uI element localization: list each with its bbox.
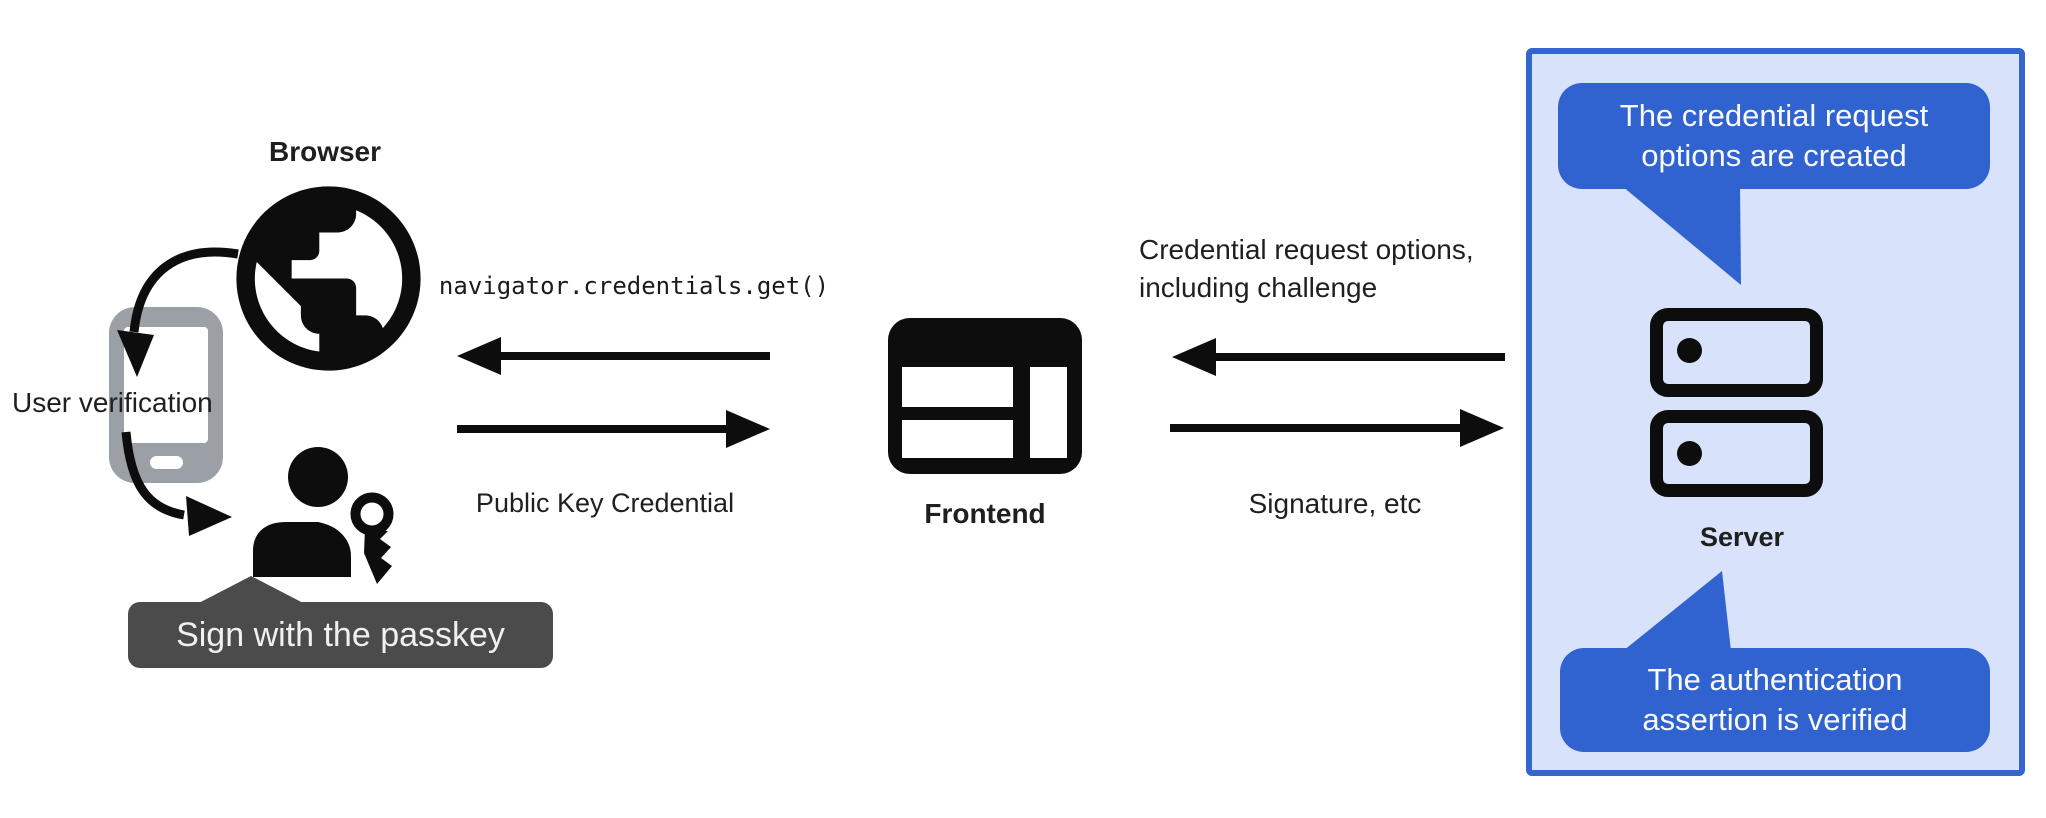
credential-request-options-line2: including challenge [1139,272,1378,303]
browser-window-pane-bottom [902,420,1013,458]
server-panel: The credential request options are creat… [1526,48,2025,776]
arrow-browser-to-frontend [457,410,770,448]
smartphone-home-button [150,456,183,469]
signature-etc-label: Signature, etc [1248,488,1422,519]
server-led-dot [1677,338,1702,363]
browser-window-pane-top [902,367,1013,407]
navigator-credentials-get-label: navigator.credentials.get() [438,272,830,300]
arrow-server-to-frontend [1172,338,1505,376]
server-label: Server [1699,522,1785,552]
callout-assertion-verified-line1: The authentication [1647,662,1903,697]
browser-window-icon [888,318,1082,474]
passkey-badge-label: Sign with the passkey [176,615,505,654]
person-key-icon [253,447,394,584]
callout-credential-request: The credential request options are creat… [1558,83,1990,189]
browser-label: Browser [268,136,382,167]
smartphone-screen [124,327,208,443]
credential-request-options-line1: Credential request options, [1139,234,1474,265]
arrow-frontend-to-browser [457,337,770,375]
globe-icon [236,186,421,371]
server-icon-unit-top [1650,308,1823,397]
user-verification-label: User verification [12,387,213,418]
public-key-credential-label: Public Key Credential [475,488,735,518]
server-icon-unit-bottom [1650,410,1823,497]
callout-credential-request-line2: options are created [1641,138,1907,173]
passkey-badge: Sign with the passkey [128,602,553,668]
callout-assertion-verified: The authentication assertion is verified [1560,648,1990,752]
callout-assertion-verified-line2: assertion is verified [1642,702,1908,737]
arrow-frontend-to-server [1170,409,1504,447]
server-led-dot [1677,441,1702,466]
callout-credential-request-line1: The credential request [1619,98,1929,133]
credential-request-options-label: Credential request options, including ch… [1139,231,1474,307]
browser-window-pane-side [1030,367,1067,458]
frontend-label: Frontend [924,498,1046,529]
